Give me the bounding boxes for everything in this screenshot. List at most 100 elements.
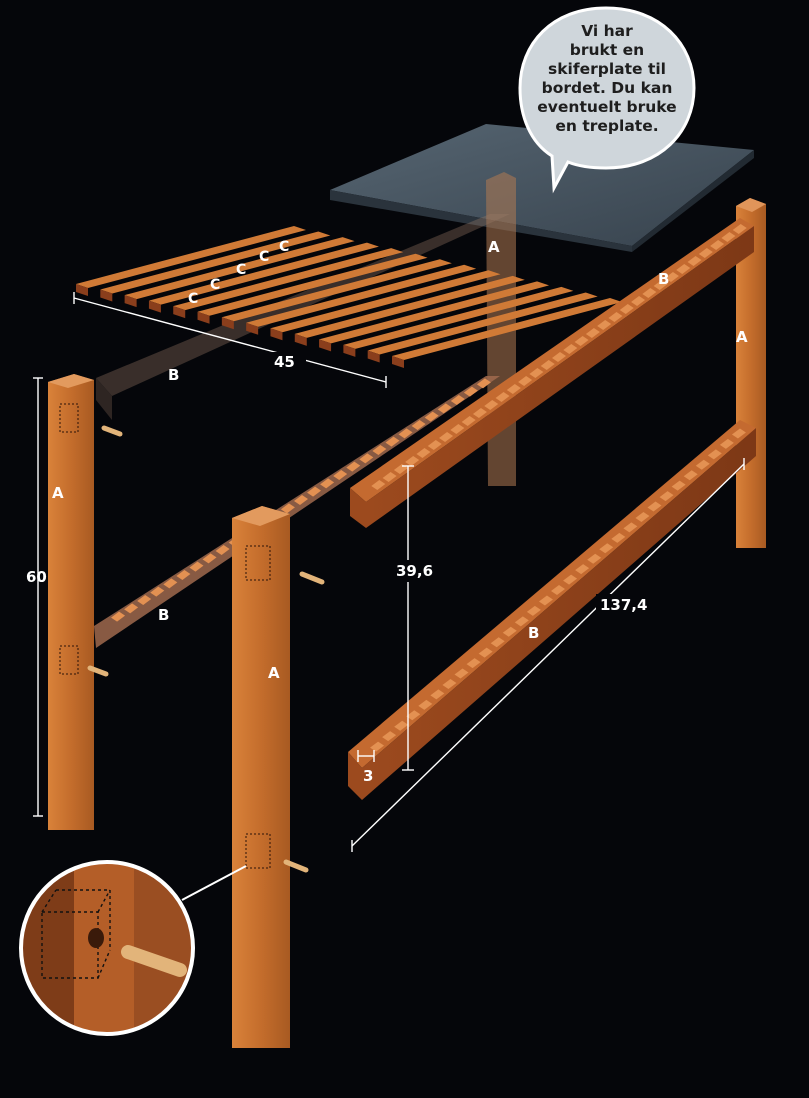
slat-top [246, 264, 477, 327]
rail-notch [442, 678, 457, 689]
rail-notch [529, 368, 544, 378]
rail-notch [176, 570, 191, 580]
rail-notch [683, 470, 698, 481]
rail-notch [484, 400, 499, 410]
rail-notch [659, 491, 674, 502]
rail-notch [623, 522, 638, 533]
part-label-slat-3: C [236, 262, 246, 278]
rail-notch [418, 699, 433, 710]
part-label-leg-back-left: A [488, 238, 500, 256]
part-label-leg-front-right: A [268, 664, 280, 682]
rail-notch [461, 416, 476, 426]
rail-notch [551, 585, 565, 595]
rail-notch [698, 248, 713, 258]
rail-notch [642, 288, 657, 298]
rail-notch [495, 392, 510, 402]
slat-assembly [76, 226, 622, 368]
callout-line-2: brukt en [570, 41, 644, 59]
rail-notch [382, 731, 397, 742]
rail-notch [406, 710, 421, 721]
dim-label-slat-depth: 45 [274, 353, 295, 371]
slat-top [392, 298, 622, 360]
rail-notch [385, 436, 400, 447]
slat-top [294, 275, 525, 338]
part-label-slat-4: C [259, 249, 269, 265]
dimension-lines [33, 292, 745, 852]
dowels [87, 425, 325, 873]
rail-notch [382, 472, 397, 482]
rail-notch [721, 232, 736, 242]
slat-top [124, 237, 355, 300]
rail-notch [540, 360, 555, 370]
slat-end [221, 317, 234, 330]
leg-front-right [232, 506, 290, 1048]
rail-notch [710, 240, 725, 250]
slat-top [76, 226, 306, 288]
part-label-rail-upper-right: B [658, 270, 669, 288]
slat-end [392, 356, 404, 368]
slat-top [148, 242, 379, 305]
slat-end [197, 311, 210, 324]
slat-end [76, 284, 88, 296]
slat-top [197, 253, 428, 316]
rail-notch [450, 424, 465, 434]
rail-notch [676, 264, 691, 274]
rail-back-upper-faded [96, 214, 510, 420]
rail-notch [394, 720, 409, 731]
rail-notch [430, 689, 445, 700]
rail-notch [631, 296, 646, 306]
rail-notch [731, 428, 746, 439]
dim-label-shelf-spacing: 39,6 [396, 562, 433, 580]
leg-front-left [48, 374, 94, 830]
joint-detail-zoom [19, 860, 247, 1036]
slat-end [319, 339, 332, 352]
rail-notch [215, 545, 230, 555]
part-label-leg-back-right: A [736, 328, 748, 346]
rail-notch [320, 478, 335, 489]
rail-notch [371, 480, 386, 490]
rail-notch [599, 543, 614, 554]
rail-notch [405, 456, 420, 466]
rail-notch [202, 553, 217, 564]
dim-label-tenon: 3 [363, 767, 373, 785]
rail-notch [635, 511, 650, 522]
rail-notch [575, 564, 590, 575]
rail-notch [647, 501, 662, 512]
rail-lower-left [94, 376, 500, 648]
rail-notch [608, 312, 623, 322]
rail-notch [587, 553, 602, 564]
rail-notch [307, 486, 322, 497]
rail-notch [563, 344, 578, 354]
part-label-slat-2: C [210, 277, 220, 293]
dim-line-rail-length [351, 463, 745, 847]
rail-notch [439, 432, 454, 442]
slat-end [270, 328, 283, 341]
rail-notch [137, 595, 152, 605]
rail-notch [585, 328, 600, 338]
slat-top [343, 286, 574, 349]
rail-notch [472, 408, 487, 418]
slat-top [221, 259, 452, 322]
rail-notch [563, 574, 578, 585]
rail-lower-right [348, 420, 756, 800]
part-label-rail-lower-left: B [158, 606, 169, 624]
rail-notch [416, 448, 431, 458]
rail-notch [538, 595, 553, 606]
rail-notch [719, 438, 734, 449]
callout-line-6: en treplate. [555, 117, 658, 135]
rail-notch [664, 272, 679, 282]
part-label-leg-front-left: A [52, 484, 64, 502]
rail-notch [294, 495, 308, 505]
rail-notch [359, 453, 374, 464]
rail-notch [518, 376, 533, 386]
rail-notch [427, 440, 442, 450]
callout-line-1: Vi har [581, 22, 633, 40]
rail-notch [552, 352, 566, 362]
slat-end [173, 306, 186, 319]
slat-top [367, 292, 598, 355]
dim-label-rail-length: 137,4 [600, 596, 647, 614]
callout-line-4: bordet. Du kan [542, 79, 673, 97]
rail-notch [424, 411, 439, 422]
rail-notch [124, 603, 139, 614]
